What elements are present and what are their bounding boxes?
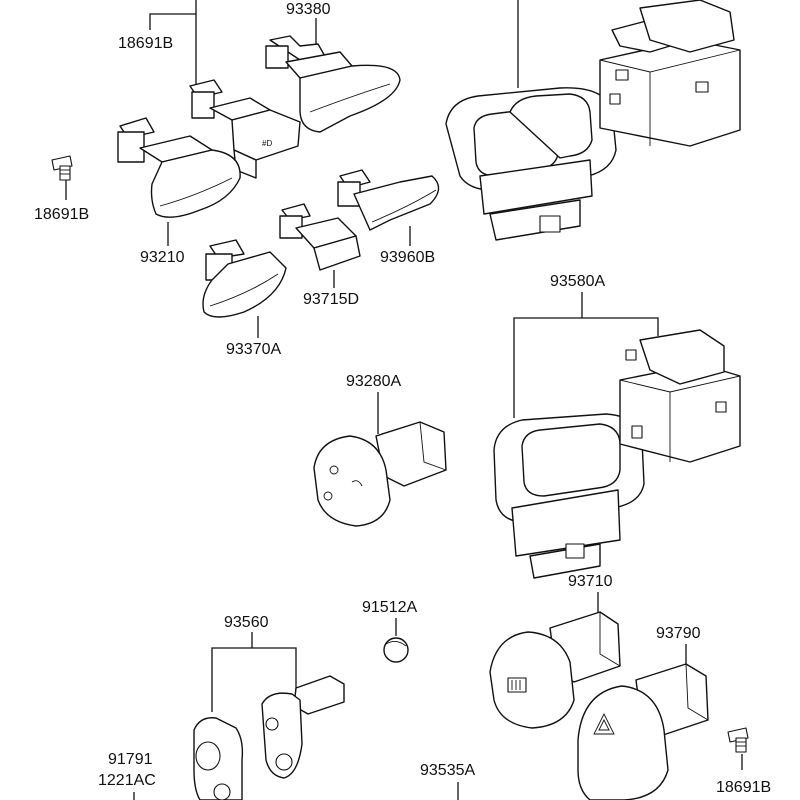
svg-text:#D: #D bbox=[262, 139, 272, 148]
screw-18691b-left bbox=[51, 155, 73, 181]
label-93210: 93210 bbox=[140, 249, 185, 266]
label-18691b-right: 18691B bbox=[716, 779, 771, 796]
label-93710: 93710 bbox=[568, 573, 613, 590]
switch-housing-top-right bbox=[599, 0, 741, 147]
label-93560: 93560 bbox=[224, 614, 269, 631]
switch-93960b bbox=[337, 169, 440, 231]
switch-housing-middle-right bbox=[619, 329, 741, 463]
label-93960b: 93960B bbox=[380, 249, 435, 266]
label-18691b-left: 18691B bbox=[34, 206, 89, 223]
screw-18691b-right bbox=[727, 727, 749, 753]
label-93370a: 93370A bbox=[226, 341, 281, 358]
leader-lines bbox=[65, 0, 743, 800]
switch-93370a bbox=[202, 239, 287, 318]
switch-93380 bbox=[265, 35, 401, 133]
label-18691b-top: 18691B bbox=[118, 35, 173, 52]
switch-93790 bbox=[577, 663, 709, 800]
label-1221ac: 1221AC bbox=[98, 772, 156, 789]
switch-93710 bbox=[489, 611, 621, 729]
label-93580a: 93580A bbox=[550, 273, 605, 290]
label-91791: 91791 bbox=[108, 751, 153, 768]
label-93790: 93790 bbox=[656, 625, 701, 642]
window-switch-93580a bbox=[493, 413, 645, 579]
window-switch-top bbox=[445, 87, 617, 241]
label-93715d: 93715D bbox=[303, 291, 359, 308]
label-93380: 93380 bbox=[286, 1, 331, 18]
switch-93210 bbox=[117, 117, 241, 218]
switch-93280a bbox=[313, 421, 447, 527]
cap-91512a bbox=[383, 637, 409, 663]
label-93535a: 93535A bbox=[420, 762, 475, 779]
label-91512a: 91512A bbox=[362, 599, 417, 616]
switch-93715d bbox=[279, 203, 361, 271]
door-switch-93560 bbox=[193, 675, 345, 800]
label-93280a: 93280A bbox=[346, 373, 401, 390]
